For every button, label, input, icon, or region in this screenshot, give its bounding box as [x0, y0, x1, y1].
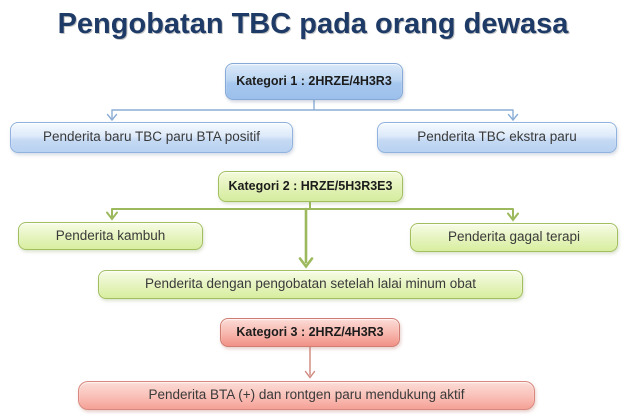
category-2-child-2-box: Penderita dengan pengobatan setelah lala…: [98, 270, 523, 299]
arrow-down-icon: [507, 212, 519, 222]
category-1-label: Kategori 1 : 2HRZE/4H3R3: [236, 73, 392, 88]
category-2-label: Kategori 2 : HRZE/5H3R3E3: [228, 178, 393, 193]
category-3-child-0-label: Penderita BTA (+) dan rontgen paru mendu…: [148, 387, 465, 403]
arrow-down-icon: [106, 211, 118, 221]
category-2-child-1-label: Penderita gagal terapi: [447, 229, 581, 245]
category-2-child-0-label: Penderita kambuh: [55, 227, 166, 243]
category-1-child-0-label: Penderita baru TBC paru BTA positif: [42, 129, 261, 145]
category-1-child-1-label: Penderita TBC ekstra paru: [417, 129, 577, 145]
category-1-child-1-box: Penderita TBC ekstra paru: [377, 122, 617, 153]
category-1-connectors: [106, 99, 519, 122]
category-2-connector-lines: [111, 201, 514, 219]
arrow-down-icon: [507, 113, 519, 122]
slide-title: Pengobatan TBC pada orang dewasa: [57, 8, 569, 40]
category-3-connectors: [304, 346, 316, 379]
category-3-child-0-box: Penderita BTA (+) dan rontgen paru mendu…: [78, 381, 535, 410]
category-2-box: Kategori 2 : HRZE/5H3R3E3: [218, 171, 403, 202]
arrow-down-icon: [298, 257, 314, 269]
category-2-child-2-label: Penderita dengan pengobatan setelah lala…: [145, 276, 476, 292]
category-1-child-0-box: Penderita baru TBC paru BTA positif: [10, 122, 293, 153]
category-3-label: Kategori 3 : 2HRZ/4H3R3: [236, 324, 384, 339]
arrow-down-icon: [304, 370, 316, 379]
category-2-child-1-box: Penderita gagal terapi: [410, 223, 618, 252]
category-1-box: Kategori 1 : 2HRZE/4H3R3: [225, 63, 403, 100]
category-2-connectors: [106, 201, 519, 269]
category-3-box: Kategori 3 : 2HRZ/4H3R3: [220, 318, 400, 347]
category-2-child-0-box: Penderita kambuh: [18, 222, 203, 250]
arrow-down-icon: [106, 113, 118, 122]
category-1-connector-lines: [111, 99, 514, 119]
